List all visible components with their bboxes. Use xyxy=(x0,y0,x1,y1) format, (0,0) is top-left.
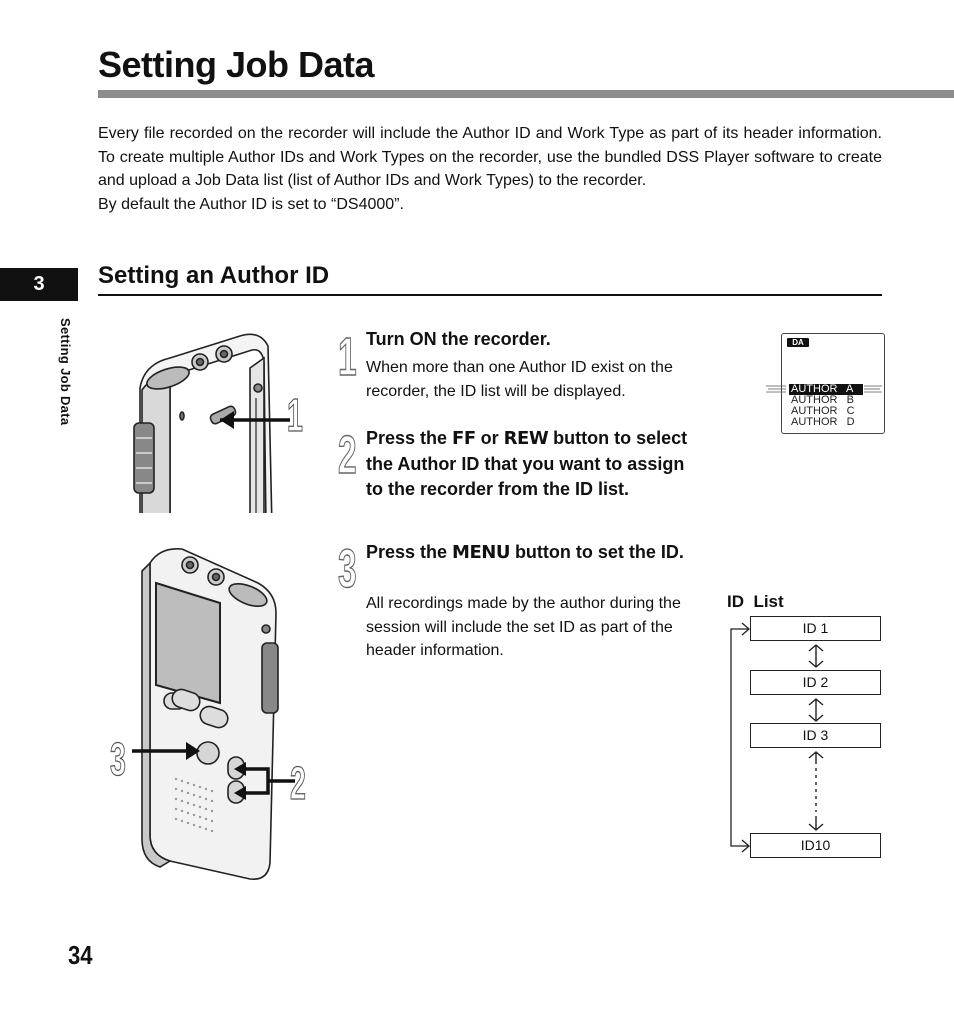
rew-button-name: REW xyxy=(503,428,549,449)
section-title: Setting an Author ID xyxy=(98,262,330,289)
loop-arrow-icon xyxy=(730,622,750,853)
figure-callout-3: 3 xyxy=(110,733,127,785)
intro-paragraph-2: By default the Author ID is set to “DS40… xyxy=(98,195,404,213)
up-down-arrow-icon xyxy=(808,644,824,668)
step-2-text-c: button to select the Author ID that you … xyxy=(366,428,688,499)
selection-marks-icon xyxy=(766,385,882,393)
step-1-body: When more than one Author ID exist on th… xyxy=(366,359,673,400)
step-3-text-a: Press the xyxy=(366,542,453,562)
id-list-item: ID 1 xyxy=(750,616,881,641)
lcd-row: AUTHOR C xyxy=(791,405,855,417)
lcd-row-selected: AUTHOR A xyxy=(789,384,864,395)
step-3-heading: Press the MENU button to set the ID. xyxy=(366,540,706,566)
up-down-arrow-icon xyxy=(808,751,824,831)
recorder-front-illustration xyxy=(132,547,295,880)
figure-callout-2: 2 xyxy=(290,757,307,809)
id-list-item: ID10 xyxy=(750,833,881,858)
figure-callout-1: 1 xyxy=(287,389,304,441)
step-2-text-b: or xyxy=(475,428,504,448)
id-list-label: ID List xyxy=(727,592,784,611)
ff-button-name: FF xyxy=(452,428,476,449)
menu-button-name: MENU xyxy=(452,542,510,563)
step-1-number: 1 xyxy=(338,327,357,387)
up-down-arrow-icon xyxy=(808,698,824,722)
lcd-display: DA AUTHOR A AUTHOR B AUTHOR C AUTHOR D xyxy=(766,333,885,434)
intro-text: Every file recorded on the recorder will… xyxy=(98,122,882,216)
lcd-row: AUTHOR B xyxy=(791,394,854,406)
id-list-item: ID 3 xyxy=(750,723,881,748)
step-3-number: 3 xyxy=(338,539,357,599)
intro-paragraph-1: Every file recorded on the recorder will… xyxy=(98,125,882,189)
section-underline xyxy=(98,294,882,296)
side-chapter-label: Setting Job Data xyxy=(58,318,73,426)
lcd-da-icon: DA xyxy=(787,338,809,347)
step-2-heading: Press the FF or REW button to select the… xyxy=(366,426,706,503)
lcd-row: AUTHOR D xyxy=(791,416,855,428)
page-title: Setting Job Data xyxy=(98,44,375,85)
step-1-heading: Turn ON the recorder. xyxy=(366,329,551,349)
page-number: 34 xyxy=(68,940,93,970)
id-list-item: ID 2 xyxy=(750,670,881,695)
step-2-number: 2 xyxy=(338,425,357,485)
title-underline-bar xyxy=(98,90,954,98)
chapter-tab: 3 xyxy=(0,268,78,301)
step-3-body: All recordings made by the author during… xyxy=(366,595,681,659)
recorder-top-illustration xyxy=(133,333,290,513)
step-2-text-a: Press the xyxy=(366,428,453,448)
step-3-text-b: button to set the ID. xyxy=(509,542,684,562)
